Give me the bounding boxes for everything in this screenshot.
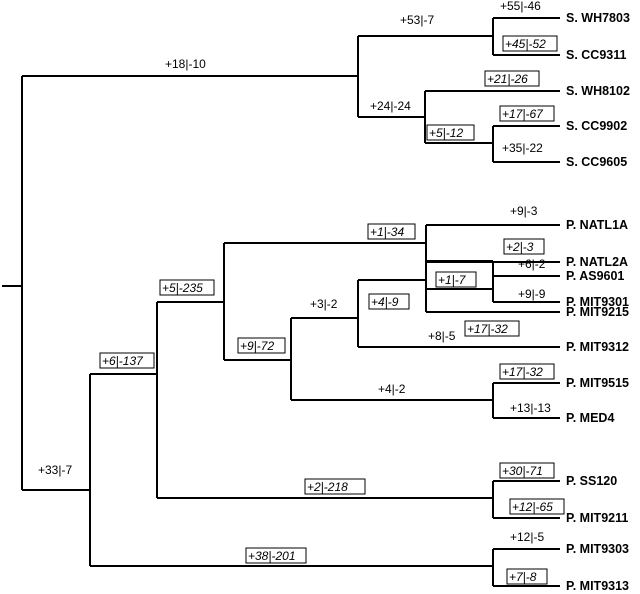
- gain-loss-as9601-mit9301: +1|-7: [438, 273, 467, 287]
- gain-loss-cc9605: +35|-22: [502, 141, 543, 155]
- gain-loss-mit9303: +12|-5: [510, 530, 544, 544]
- label-box-as9601-mit9301: [435, 271, 477, 288]
- boxed-gain-loss-labels: +45|-52 +21|-26 +5|-12 +17|-67 +1|-34 +2…: [99, 35, 565, 585]
- label-box-wh8102: [484, 70, 540, 87]
- leaf-label-mit9215: P. MIT9215: [566, 305, 629, 319]
- boxed-label-wh8102: +21|-26: [484, 70, 540, 87]
- gain-loss-wh7803: +55|-46: [500, 0, 541, 13]
- boxed-label-ss120: +30|-71: [499, 462, 555, 479]
- label-box-mit9211: [509, 498, 565, 515]
- label-box-hl2-sub: [368, 293, 410, 310]
- leaf-label-as9601: P. AS9601: [566, 269, 624, 283]
- boxed-label-hl2-sub: +4|-9: [368, 293, 410, 310]
- boxed-label-mit9303-mit9313: +38|-201: [245, 547, 307, 564]
- leaf-label-natl2a: P. NATL2A: [566, 255, 628, 269]
- gain-loss-ss120: +30|-71: [502, 464, 543, 478]
- gain-loss-labels: +18|-10 +33|-7 +53|-7 +55|-46 +24|-24 +3…: [38, 0, 551, 544]
- leaf-label-mit9301: P. MIT9301: [566, 295, 629, 309]
- label-box-cc9311: [502, 35, 558, 52]
- boxed-label-as9601-mit9301: +1|-7: [435, 271, 477, 288]
- gain-loss-natl1a: +9|-3: [510, 204, 538, 218]
- gain-loss-cc9902: +17|-67: [502, 107, 544, 121]
- gain-loss-syn-wh7803-cc9311: +53|-7: [400, 13, 434, 27]
- boxed-label-natl2a: +2|-3: [503, 238, 545, 255]
- tree-branches: [2, 17, 560, 587]
- gain-loss-pro-hl-natl: +5|-235: [162, 281, 203, 295]
- boxed-label-pro-core: +6|-137: [99, 352, 155, 369]
- label-box-natl2a: [503, 238, 545, 255]
- gain-loss-mit9515: +17|-32: [502, 365, 543, 379]
- boxed-label-pro-hl-natl: +5|-235: [159, 279, 215, 296]
- gain-loss-mit9313: +7|-8: [509, 570, 537, 584]
- leaf-label-wh7803: S. WH7803: [566, 11, 630, 25]
- leaf-label-ss120: P. SS120: [566, 474, 617, 488]
- gain-loss-mit9211: +12|-65: [512, 500, 553, 514]
- gain-loss-mit9301: +9|-9: [518, 287, 546, 301]
- gain-loss-mit9215: +17|-32: [467, 322, 508, 336]
- boxed-label-mit9215: +17|-32: [464, 320, 520, 337]
- boxed-label-mit9313: +7|-8: [506, 568, 548, 585]
- gain-loss-mit9303-mit9313: +38|-201: [248, 549, 296, 563]
- gain-loss-hl2-clade: +3|-2: [310, 297, 338, 311]
- gain-loss-hl-clade: +9|-72: [240, 339, 274, 353]
- leaf-label-cc9311: S. CC9311: [566, 48, 627, 62]
- label-box-pro-core: [99, 352, 155, 369]
- leaf-label-mit9515: P. MIT9515: [566, 376, 629, 390]
- gain-loss-natl2a: +2|-3: [506, 240, 534, 254]
- boxed-label-hl-clade: +9|-72: [237, 337, 286, 354]
- as9601-mit9301-node: [426, 276, 560, 303]
- gain-loss-cc9311: +45|-52: [505, 37, 546, 51]
- leaf-labels: S. WH7803 S. CC9311 S. WH8102 S. CC9902 …: [566, 11, 630, 593]
- label-box-mit9303-mit9313: [245, 547, 307, 564]
- gain-loss-hl2-sub: +4|-9: [371, 295, 399, 309]
- gain-loss-hl1-clade: +4|-2: [378, 382, 406, 396]
- leaf-label-mit9303: P. MIT9303: [566, 542, 629, 556]
- boxed-label-cc9902-cc9605: +5|-12: [426, 124, 475, 141]
- leaf-label-mit9312: P. MIT9312: [566, 340, 629, 354]
- label-box-mit9515: [499, 363, 555, 380]
- label-box-natl-clade: [367, 223, 416, 240]
- label-box-cc9902: [499, 105, 555, 122]
- gain-loss-pro-clade: +33|-7: [38, 463, 72, 477]
- gain-loss-ss120-mit9211: +2|-218: [307, 480, 348, 494]
- label-box-pro-hl-natl: [159, 279, 215, 296]
- label-box-mit9313: [506, 568, 548, 585]
- gain-loss-pro-core: +6|-137: [102, 354, 144, 368]
- gain-loss-syn-others: +24|-24: [370, 99, 411, 113]
- gain-loss-wh8102: +21|-26: [487, 72, 528, 86]
- gain-loss-cc9902-cc9605: +5|-12: [429, 126, 463, 140]
- label-box-cc9902-cc9605: [426, 124, 475, 141]
- boxed-label-mit9515: +17|-32: [499, 363, 555, 380]
- boxed-label-ss120-mit9211: +2|-218: [304, 478, 366, 495]
- leaf-label-mit9211: P. MIT9211: [566, 511, 628, 525]
- leaf-label-mit9313: P. MIT9313: [566, 579, 629, 593]
- gain-loss-mit9312: +8|-5: [428, 329, 456, 343]
- gain-loss-syn-clade: +18|-10: [165, 57, 206, 71]
- gain-loss-med4: +13|-13: [510, 401, 551, 415]
- gain-loss-natl-clade: +1|-34: [370, 225, 404, 239]
- gain-loss-as9601: +6|-2: [518, 257, 546, 271]
- label-box-hl-clade: [237, 337, 286, 354]
- label-box-ss120: [499, 462, 555, 479]
- leaf-label-cc9605: S. CC9605: [566, 155, 627, 169]
- leaf-label-cc9902: S. CC9902: [566, 119, 627, 133]
- leaf-label-med4: P. MED4: [566, 411, 614, 425]
- boxed-label-cc9902: +17|-67: [499, 105, 555, 122]
- label-box-ss120-mit9211: [304, 478, 366, 495]
- leaf-label-natl1a: P. NATL1A: [566, 218, 628, 232]
- boxed-label-mit9211: +12|-65: [509, 498, 565, 515]
- label-box-mit9215: [464, 320, 520, 337]
- leaf-label-wh8102: S. WH8102: [566, 84, 630, 98]
- boxed-label-cc9311: +45|-52: [502, 35, 558, 52]
- boxed-label-natl-clade: +1|-34: [367, 223, 416, 240]
